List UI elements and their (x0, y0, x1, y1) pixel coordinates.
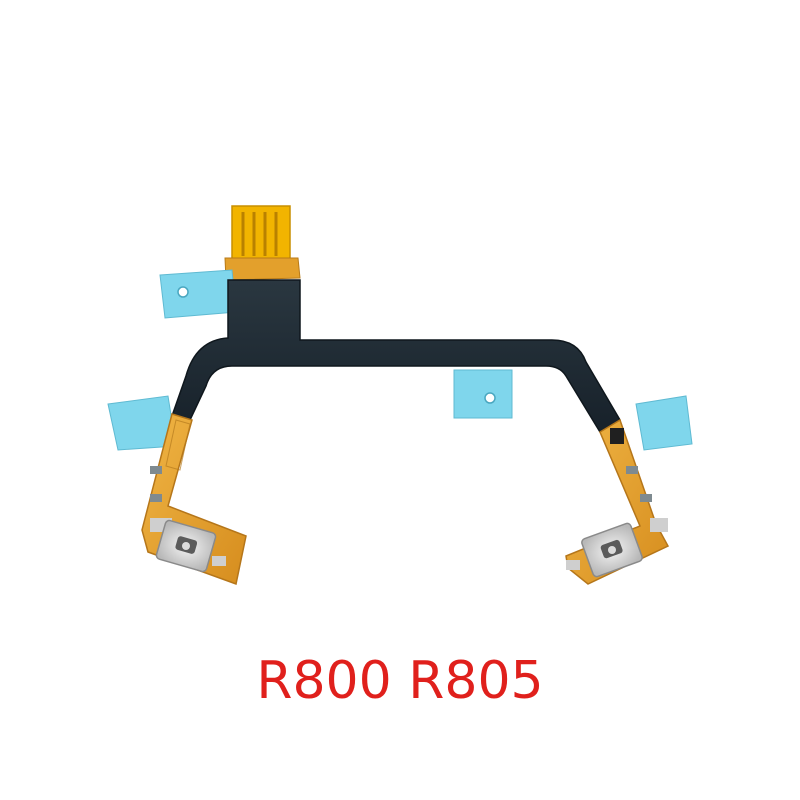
flex-connector (224, 205, 301, 281)
right-switch-button (581, 522, 643, 578)
flex-cable-main (171, 279, 622, 434)
model-caption: R800 R805 (256, 651, 544, 711)
adhesive-pads (107, 269, 693, 451)
left-switch-button (155, 519, 217, 573)
